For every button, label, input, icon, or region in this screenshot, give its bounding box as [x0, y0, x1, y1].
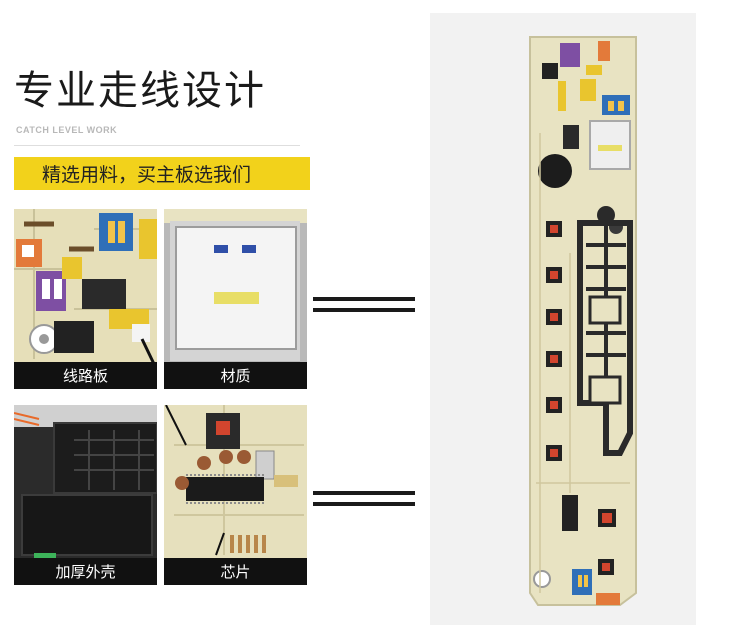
tile-caption: 线路板	[14, 362, 157, 389]
tile-material: 材质	[164, 209, 307, 389]
page-title: 专业走线设计	[14, 68, 266, 114]
tile-chip: 芯片	[164, 405, 307, 585]
tile-thick-shell: 加厚外壳	[14, 405, 157, 585]
slogan-banner: 精选用料，买主板选我们	[14, 157, 310, 190]
material-photo	[164, 209, 307, 389]
page-subtitle: CATCH LEVEL WORK	[16, 125, 118, 135]
main-board-photo	[529, 36, 637, 606]
tile-caption: 加厚外壳	[14, 558, 157, 585]
tile-circuit-board: 线路板	[14, 209, 157, 389]
shell-photo	[14, 405, 157, 585]
circuit-board-photo	[14, 209, 157, 389]
divider	[14, 145, 300, 146]
board-photo-frame	[430, 13, 696, 625]
tile-caption: 芯片	[164, 558, 307, 585]
tile-caption: 材质	[164, 362, 307, 389]
chip-photo	[164, 405, 307, 585]
slogan-text: 精选用料，买主板选我们	[42, 164, 252, 186]
